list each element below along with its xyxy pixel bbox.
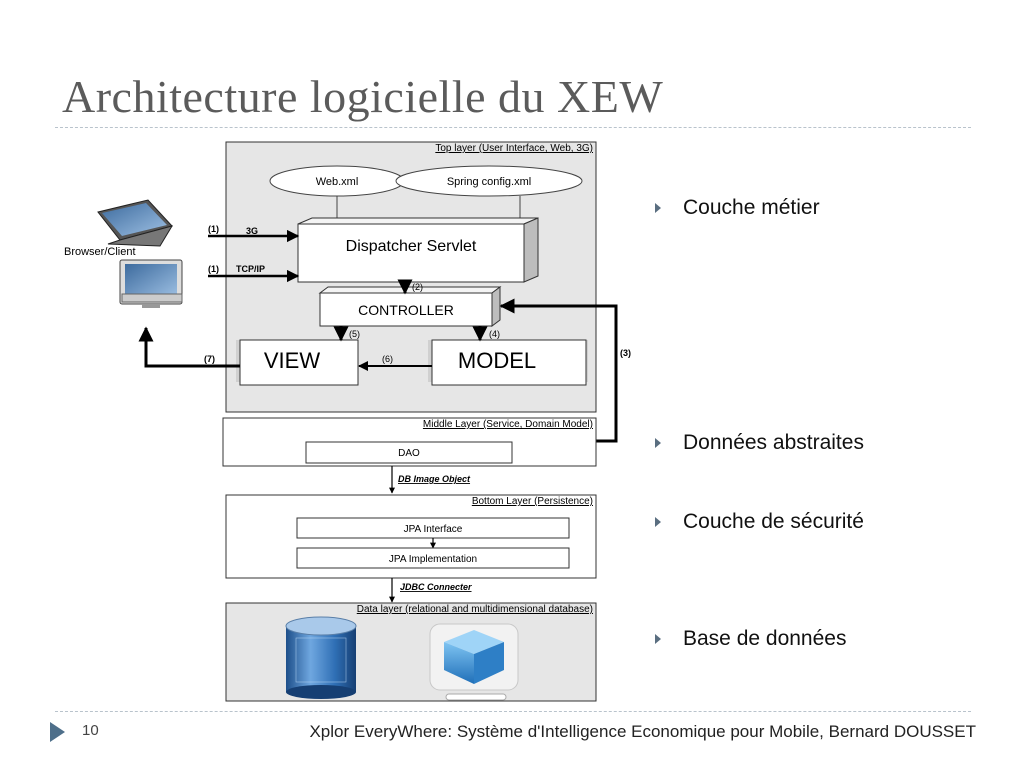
bullet-text: Données abstraites bbox=[683, 431, 864, 454]
step-4-label: (4) bbox=[489, 329, 500, 339]
bullet-item-couche-metier: Couche métier bbox=[655, 196, 820, 220]
dao-box bbox=[305, 441, 513, 464]
protocol-3g-label: 3G bbox=[246, 226, 258, 236]
step-1a-label: (1) bbox=[208, 224, 219, 234]
web-xml-label: Web.xml bbox=[316, 176, 359, 188]
top-layer-label: Top layer (User Interface, Web, 3G) bbox=[435, 143, 593, 154]
model-label: MODEL bbox=[458, 348, 536, 373]
step-7-label: (7) bbox=[204, 354, 215, 364]
multidimensional-cube-icon bbox=[429, 623, 519, 701]
bullet-arrow-icon bbox=[655, 634, 661, 644]
data-layer: Data layer (relational and multidimensio… bbox=[225, 602, 597, 702]
architecture-diagram: Top layer (User Interface, Web, 3G) Web.… bbox=[64, 141, 631, 702]
footer-divider bbox=[55, 711, 971, 712]
top-layer: Top layer (User Interface, Web, 3G) Web.… bbox=[225, 141, 597, 413]
spring-config-node bbox=[395, 165, 583, 197]
footer-triangle-icon bbox=[50, 722, 65, 742]
bullet-text: Base de données bbox=[683, 627, 847, 650]
bullet-arrow-icon bbox=[655, 203, 661, 213]
bullet-arrow-icon bbox=[655, 438, 661, 448]
bullet-item-couche-securite: Couche de sécurité bbox=[655, 510, 864, 534]
model-box bbox=[431, 339, 587, 386]
bullet-arrow-icon bbox=[655, 517, 661, 527]
jpa-interface-label: JPA Interface bbox=[404, 524, 463, 535]
step-2-label: (2) bbox=[412, 282, 423, 292]
protocol-tcp-label: TCP/IP bbox=[236, 264, 265, 274]
bottom-layer: Bottom Layer (Persistence) JPA Interface… bbox=[225, 494, 597, 579]
desktop-computer-icon bbox=[119, 259, 183, 308]
footer-text: Xplor EveryWhere: Système d'Intelligence… bbox=[309, 722, 976, 741]
step-5-label: (5) bbox=[349, 329, 360, 339]
step-6-label: (6) bbox=[382, 354, 393, 364]
step-1b-label: (1) bbox=[208, 264, 219, 274]
bullet-text: Couche métier bbox=[683, 196, 820, 219]
slide-title: Architecture logicielle du XEW bbox=[62, 71, 664, 122]
bullet-item-base-donnees: Base de données bbox=[655, 627, 846, 651]
browser-client-label: Browser/Client bbox=[64, 246, 136, 258]
view-box bbox=[239, 339, 359, 386]
relational-database-icon bbox=[285, 616, 357, 699]
db-image-object-label: DB Image Object bbox=[398, 474, 471, 484]
step-3-label: (3) bbox=[620, 348, 631, 358]
dispatcher-servlet-label: Dispatcher Servlet bbox=[346, 238, 477, 255]
jpa-implementation-label: JPA Implementation bbox=[389, 554, 477, 565]
jdbc-connecter-label: JDBC Connecter bbox=[400, 582, 472, 592]
data-layer-label: Data layer (relational and multidimensio… bbox=[357, 604, 593, 615]
dispatcher-servlet-box bbox=[297, 223, 525, 283]
controller-label: CONTROLLER bbox=[358, 302, 454, 318]
slide-number: 10 bbox=[82, 722, 99, 739]
laptop-icon bbox=[97, 199, 174, 247]
title-divider bbox=[55, 127, 971, 128]
dao-label: DAO bbox=[398, 448, 420, 459]
spring-config-label: Spring config.xml bbox=[447, 176, 531, 188]
bullet-item-donnees-abstraites: Données abstraites bbox=[655, 431, 864, 455]
bottom-layer-label: Bottom Layer (Persistence) bbox=[472, 496, 593, 507]
jpa-implementation-box bbox=[296, 547, 570, 569]
middle-layer-label: Middle Layer (Service, Domain Model) bbox=[423, 419, 593, 430]
view-label: VIEW bbox=[264, 348, 320, 373]
bullet-text: Couche de sécurité bbox=[683, 510, 864, 533]
middle-layer: Middle Layer (Service, Domain Model) DAO bbox=[222, 417, 597, 467]
